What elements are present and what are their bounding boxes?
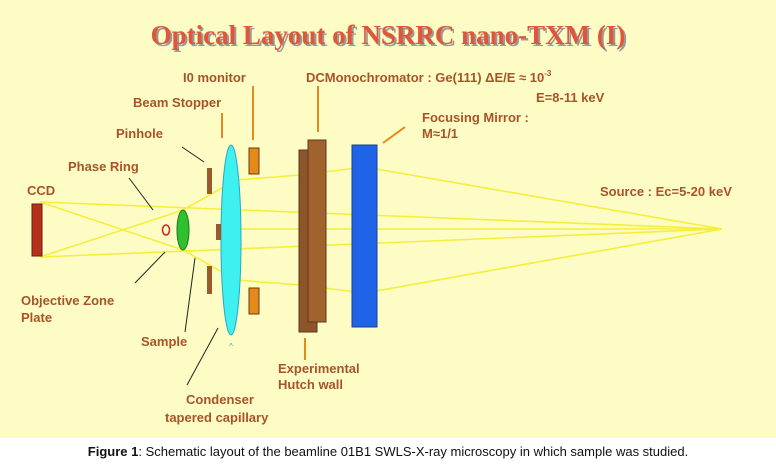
label-dcm-exponent: -3 bbox=[544, 69, 552, 78]
beam-ray bbox=[39, 201, 723, 230]
beam-stopper bbox=[216, 224, 221, 240]
beam-ray bbox=[39, 209, 184, 258]
beam-ray bbox=[364, 166, 723, 230]
label-condenser-1: Condenser bbox=[186, 392, 254, 407]
pinhole-bottom bbox=[207, 266, 212, 294]
figure-caption: Figure 1: Schematic layout of the beamli… bbox=[0, 444, 776, 459]
pinhole-top bbox=[207, 168, 212, 194]
label-i0-monitor: I0 monitor bbox=[183, 70, 246, 85]
ozp-pointer bbox=[134, 251, 166, 284]
label-dcm-main: DCMonochromator : Ge(111) ΔE/E ≈ 10 bbox=[306, 70, 544, 85]
label-beam-stopper: Beam Stopper bbox=[133, 95, 221, 110]
pointer-lines bbox=[128, 146, 219, 386]
label-sample: Sample bbox=[141, 334, 187, 349]
label-ozp-1: Objective Zone bbox=[21, 293, 114, 308]
pointer-lines-orange bbox=[221, 86, 406, 360]
pinhole-pointer bbox=[181, 146, 205, 163]
condenser-pointer bbox=[186, 327, 219, 386]
label-source: Source : Ec=5-20 keV bbox=[600, 184, 732, 199]
label-condenser-2: tapered capillary bbox=[165, 410, 269, 425]
sample-pointer bbox=[184, 257, 196, 333]
label-dcm-line1: DCMonochromator : Ge(111) ΔE/E ≈ 10-3 bbox=[306, 69, 552, 85]
i0-monitor-bottom bbox=[248, 287, 260, 315]
label-hutch-1: Experimental bbox=[278, 361, 360, 376]
optical-layout-diagram: Optical Layout of NSRRC nano-TXM (I) Opt… bbox=[0, 0, 776, 438]
label-focusing-mirror-1: Focusing Mirror : bbox=[422, 110, 529, 125]
condenser-tip-mark: ^ bbox=[229, 342, 233, 351]
label-focusing-mirror-2: M≈1/1 bbox=[422, 126, 458, 141]
beam-ray bbox=[364, 228, 723, 294]
beam-ray bbox=[39, 201, 184, 251]
phase-ring bbox=[161, 224, 171, 236]
beam-ray bbox=[182, 249, 366, 294]
hutch-wall-front bbox=[307, 139, 327, 323]
beam-ray bbox=[182, 166, 366, 211]
label-ozp-2: Plate bbox=[21, 310, 52, 325]
label-pinhole: Pinhole bbox=[116, 126, 163, 141]
mirror-pointer bbox=[382, 126, 406, 144]
diagram-canvas: Optical Layout of NSRRC nano-TXM (I) Opt… bbox=[0, 0, 776, 438]
slide-background bbox=[0, 0, 776, 438]
label-dcm-line2: E=8-11 keV bbox=[536, 90, 605, 105]
beam-ray bbox=[39, 228, 723, 258]
caption-label: Figure 1 bbox=[87, 444, 139, 459]
i0-monitor-top bbox=[248, 147, 260, 175]
condenser-capillary bbox=[220, 144, 242, 336]
diagram-title-shadow: Optical Layout of NSRRC nano-TXM (I) bbox=[153, 22, 628, 52]
label-ccd: CCD bbox=[27, 183, 55, 198]
phase-ring-pointer bbox=[128, 177, 154, 211]
diagram-title: Optical Layout of NSRRC nano-TXM (I) bbox=[151, 20, 626, 50]
focusing-mirror bbox=[351, 144, 378, 328]
label-phase-ring: Phase Ring bbox=[68, 159, 139, 174]
objective-zone-plate bbox=[176, 209, 190, 251]
caption-text: : Schematic layout of the beamline 01B1 … bbox=[138, 444, 689, 459]
ccd-detector bbox=[31, 203, 43, 257]
label-hutch-2: Hutch wall bbox=[278, 377, 343, 392]
